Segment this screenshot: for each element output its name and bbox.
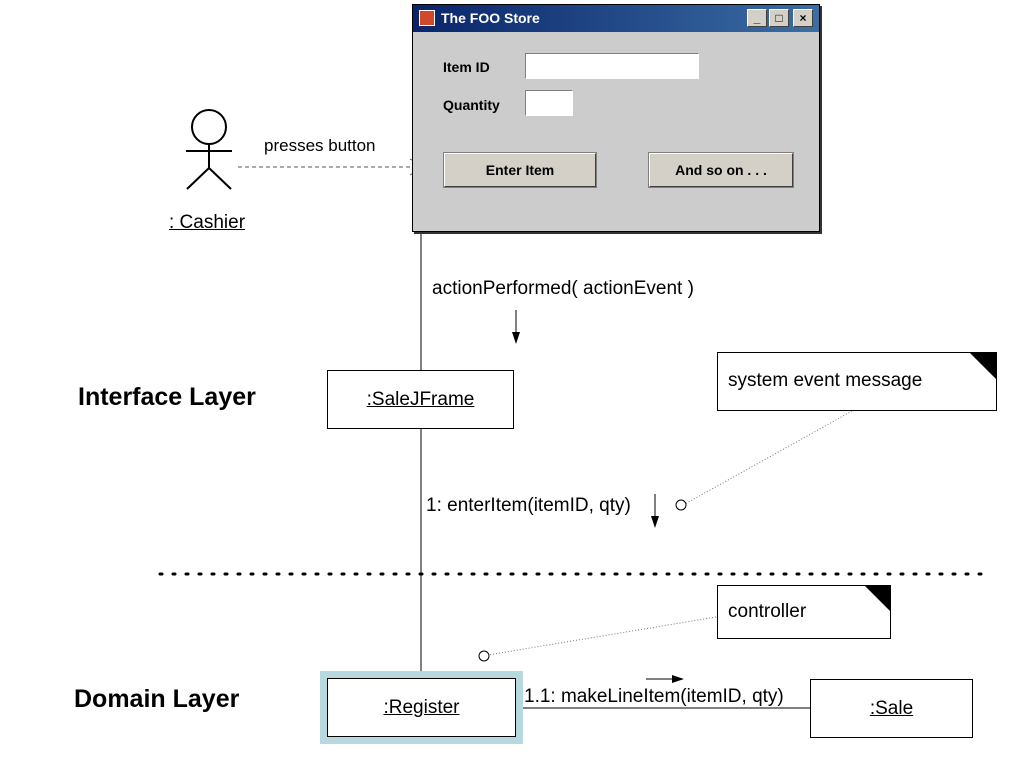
interface-layer-label: Interface Layer [78, 383, 256, 411]
foo-store-window: The FOO Store _ □ × Item ID Quantity Ent… [412, 4, 820, 232]
register-label: :Register [383, 697, 460, 718]
minimize-icon[interactable]: _ [747, 9, 767, 27]
item-id-input[interactable] [525, 53, 699, 79]
quantity-input[interactable] [525, 90, 573, 116]
java-cup-icon [419, 10, 435, 26]
system-event-note-connector [684, 410, 853, 505]
controller-note-text: controller [728, 601, 807, 622]
sale-label: :Sale [869, 698, 914, 719]
enter-item-arrowhead [651, 516, 659, 528]
sale-object: :Sale [810, 679, 973, 738]
make-line-item-arrowhead [672, 675, 684, 683]
sale-jframe-object: :SaleJFrame [327, 370, 514, 429]
controller-note-connector [487, 616, 717, 656]
controller-note-anchor [478, 650, 490, 662]
make-line-item-message: 1.1: makeLineItem(itemID, qty) [524, 686, 784, 707]
action-performed-message: actionPerformed( actionEvent ) [432, 278, 694, 299]
sale-jframe-label: :SaleJFrame [366, 389, 475, 410]
window-titlebar[interactable]: The FOO Store _ □ × [413, 5, 819, 32]
register-object: :Register [327, 678, 516, 737]
system-event-note-text: system event message [728, 370, 923, 391]
enter-item-message: 1: enterItem(itemID, qty) [426, 495, 631, 516]
maximize-icon[interactable]: □ [769, 9, 789, 27]
system-event-note: system event message [717, 352, 997, 411]
cashier-stick-figure [186, 109, 232, 190]
action-performed-arrowhead [512, 332, 520, 344]
enter-item-button[interactable]: Enter Item [443, 152, 597, 188]
item-id-label: Item ID [443, 59, 490, 75]
close-icon[interactable]: × [793, 9, 813, 27]
and-so-on-button[interactable]: And so on . . . [648, 152, 794, 188]
controller-note: controller [717, 585, 891, 639]
domain-layer-label: Domain Layer [74, 685, 240, 713]
presses-button-label: presses button [264, 136, 376, 155]
system-event-note-anchor [675, 499, 687, 511]
window-title: The FOO Store [441, 10, 540, 26]
cashier-label: : Cashier [169, 212, 246, 233]
quantity-label: Quantity [443, 97, 500, 113]
